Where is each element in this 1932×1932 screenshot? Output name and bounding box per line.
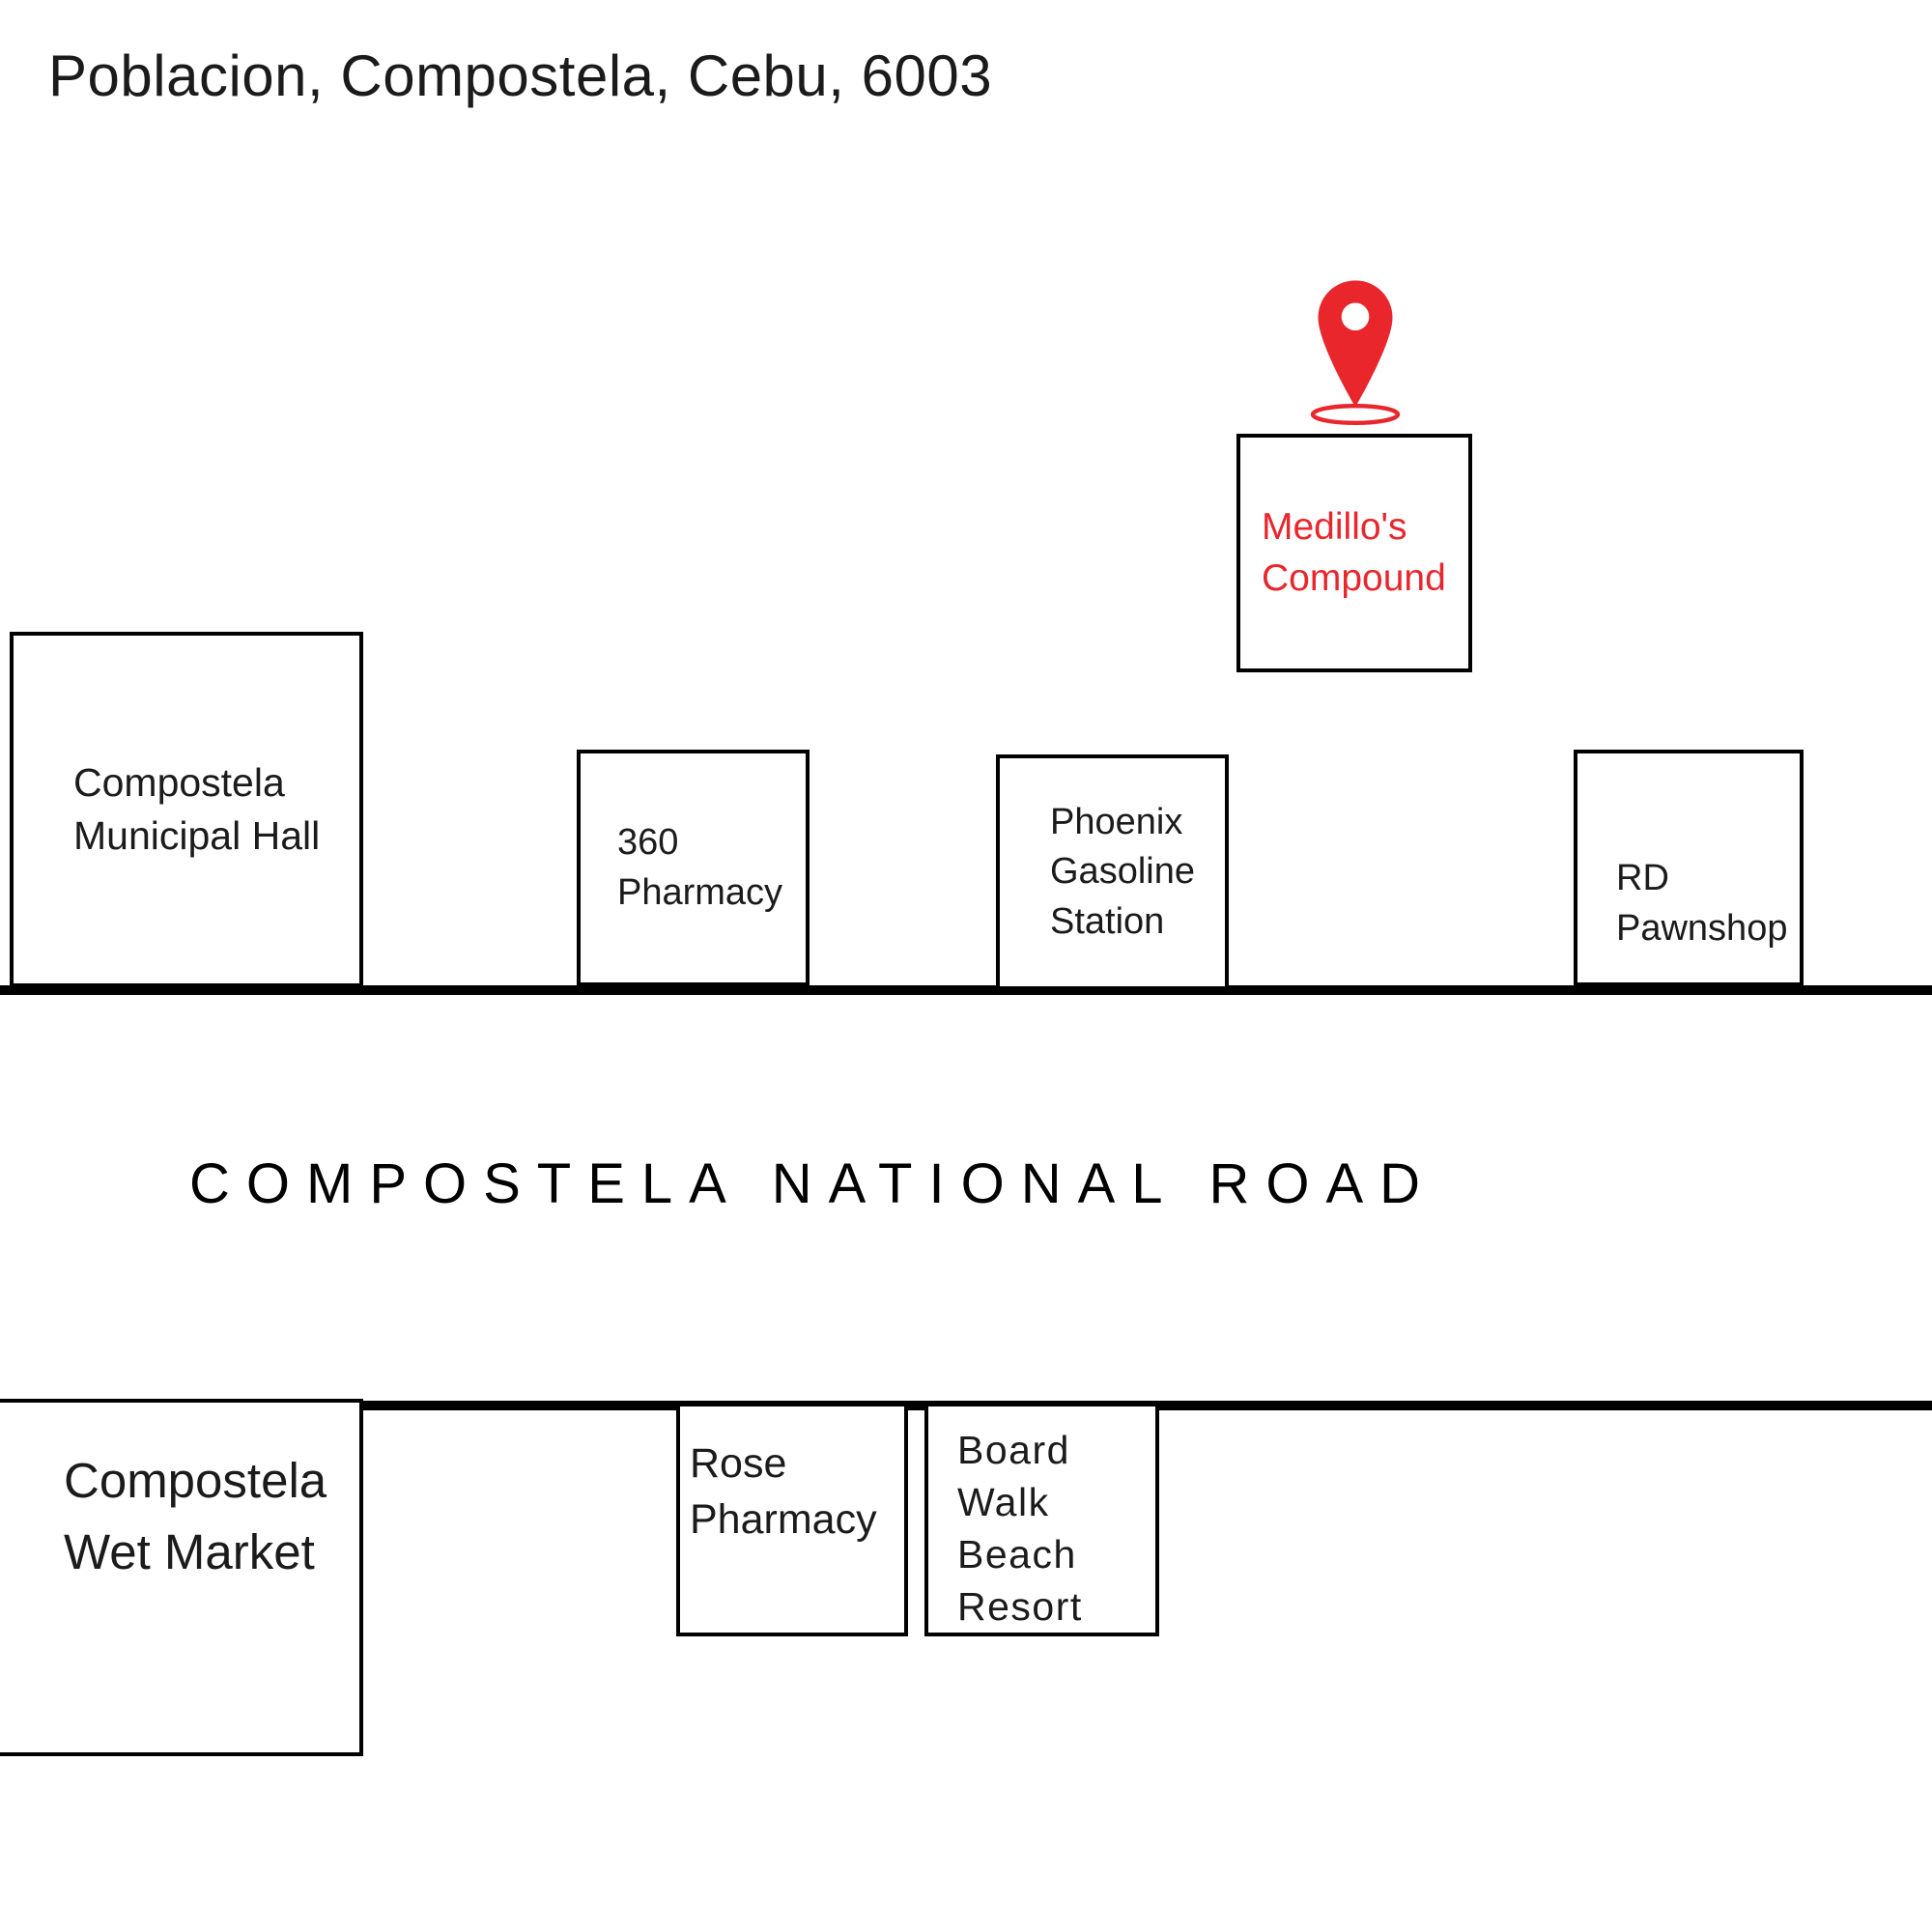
pin-body xyxy=(1318,280,1393,408)
building-label: Phoenix Gasoline Station xyxy=(1050,802,1195,942)
pin-shadow-ellipse xyxy=(1310,404,1401,425)
building-label: Rose Pharmacy xyxy=(690,1440,877,1544)
location-pin-icon xyxy=(1302,276,1408,425)
building-phoenix-gasoline-station: Phoenix Gasoline Station xyxy=(996,754,1229,990)
pin-svg xyxy=(1310,280,1401,425)
page-title: Poblacion, Compostela, Cebu, 6003 xyxy=(48,43,993,108)
road-edge-north xyxy=(0,985,1932,995)
building-municipal-hall: Compostela Municipal Hall xyxy=(10,632,363,987)
building-medillos-compound: Medillo's Compound xyxy=(1236,434,1472,672)
building-label: Medillo's Compound xyxy=(1262,505,1446,599)
building-label: 360 Pharmacy xyxy=(617,822,783,913)
pin-hole xyxy=(1341,302,1370,331)
building-rd-pawnshop: RD Pawnshop xyxy=(1574,750,1804,986)
building-compostela-wet-market: Compostela Wet Market xyxy=(0,1399,363,1756)
building-360-pharmacy: 360 Pharmacy xyxy=(577,750,810,986)
road-name-label: COMPOSTELA NATIONAL ROAD xyxy=(189,1152,1437,1215)
building-label: Compostela Municipal Hall xyxy=(73,759,321,858)
building-label: Compostela Wet Market xyxy=(64,1453,327,1579)
building-board-walk-beach-resort: Board Walk Beach Resort xyxy=(924,1403,1159,1636)
building-rose-pharmacy: Rose Pharmacy xyxy=(676,1403,908,1636)
building-label: RD Pawnshop xyxy=(1616,858,1788,949)
building-label: Board Walk Beach Resort xyxy=(957,1428,1083,1630)
